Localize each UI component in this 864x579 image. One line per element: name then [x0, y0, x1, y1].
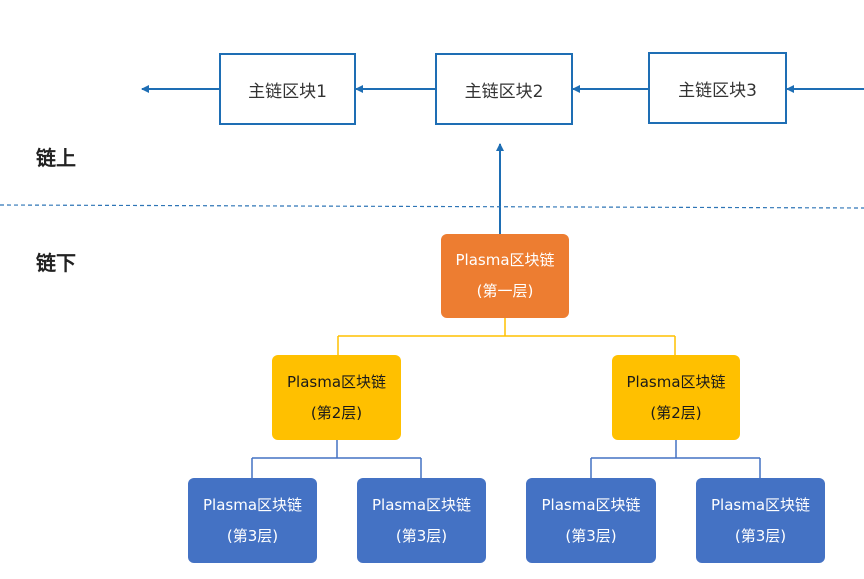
- node-title: Plasma区块链: [455, 251, 555, 270]
- node-title: Plasma区块链: [371, 495, 472, 514]
- chain-divider: [0, 204, 864, 209]
- off-chain-label: 链下: [36, 251, 76, 275]
- on-chain-label: 链上: [36, 146, 76, 170]
- plasma-l3-node-2: Plasma区块链 (第3层): [357, 478, 486, 563]
- node-title: Plasma区块链: [286, 372, 387, 391]
- node-title: Plasma区块链: [710, 495, 811, 514]
- plasma-l3-node-4: Plasma区块链 (第3层): [696, 478, 825, 563]
- node-layer: (第3层): [734, 526, 787, 545]
- tree-l2b-to-l3: [590, 440, 761, 478]
- plasma-l2-node-right: Plasma区块链 (第2层): [612, 355, 740, 440]
- plasma-l3-node-3: Plasma区块链 (第3层): [526, 478, 656, 563]
- node-layer: (第2层): [310, 403, 363, 422]
- node-title: Plasma区块链: [202, 495, 303, 514]
- node-layer: (第3层): [395, 526, 448, 545]
- main-block-3: 主链区块3: [648, 52, 787, 124]
- plasma-l3-node-1: Plasma区块链 (第3层): [188, 478, 317, 563]
- node-layer: (第一层): [476, 282, 534, 300]
- plasma-l2-node-left: Plasma区块链 (第2层): [272, 355, 401, 440]
- main-block-1: 主链区块1: [219, 53, 356, 125]
- node-layer: (第2层): [650, 403, 702, 422]
- node-layer: (第3层): [565, 526, 617, 545]
- node-layer: (第3层): [226, 526, 279, 545]
- tree-l2a-to-l3: [251, 440, 422, 478]
- tree-root-to-l2: [337, 318, 676, 355]
- node-title: Plasma区块链: [626, 372, 726, 391]
- main-block-label: 主链区块2: [464, 81, 544, 102]
- main-block-label: 主链区块1: [248, 81, 327, 102]
- plasma-root-node: Plasma区块链 (第一层): [441, 234, 569, 318]
- node-title: Plasma区块链: [541, 495, 641, 514]
- main-block-2: 主链区块2: [435, 53, 573, 125]
- main-block-label: 主链区块3: [678, 80, 757, 101]
